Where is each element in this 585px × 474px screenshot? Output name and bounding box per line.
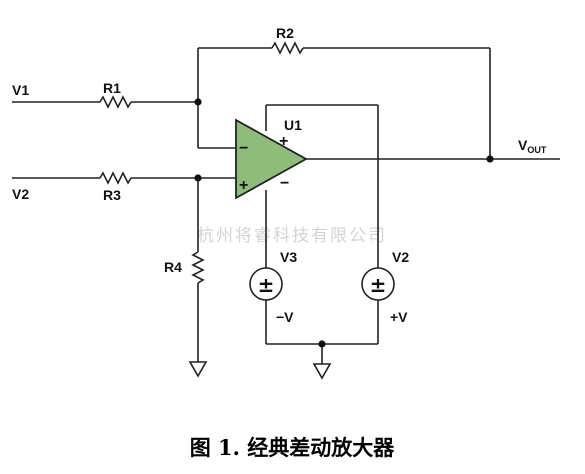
- opamp-negative-supply-sign: −: [280, 175, 289, 192]
- ground-symbol-left: [188, 361, 208, 378]
- r4-ground-wire: [191, 178, 205, 362]
- figure-caption: 图 1. 经典差动放大器: [190, 435, 396, 460]
- label-vout: VOUT: [518, 137, 547, 155]
- label-v1: V1: [12, 82, 29, 98]
- opamp-inverting-sign: −: [239, 140, 248, 157]
- junction-node-r1: [194, 98, 202, 106]
- inverting-input-wire: [197, 102, 236, 149]
- watermark-text: 杭州将睿科技有限公司: [197, 226, 387, 246]
- label-pos-supply: +V: [390, 309, 408, 325]
- label-v3: V3: [280, 249, 297, 265]
- opamp-triangle: [235, 118, 308, 200]
- label-r3: R3: [103, 187, 121, 203]
- source-v3-symbol: ±: [258, 273, 275, 297]
- label-v2-input: V2: [12, 186, 29, 202]
- source-v3: [249, 267, 283, 301]
- label-u1: U1: [284, 117, 302, 133]
- feedback-r2-wire: [197, 41, 491, 159]
- opamp-positive-supply-sign: +: [279, 133, 288, 150]
- source-v2-symbol: ±: [370, 273, 387, 297]
- label-v2-supply: V2: [392, 249, 409, 265]
- source-v2: [361, 267, 395, 301]
- input-v1-wire: [12, 95, 198, 109]
- junction-node-ground: [318, 340, 326, 348]
- label-r4: R4: [164, 259, 182, 275]
- input-v2-wire: [12, 171, 236, 185]
- ground-symbol-right: [312, 363, 332, 380]
- label-r1: R1: [103, 80, 121, 96]
- junction-node-output: [486, 155, 494, 163]
- label-neg-supply: −V: [276, 309, 294, 325]
- label-r2: R2: [276, 25, 294, 41]
- opamp-noninverting-sign: +: [239, 177, 248, 194]
